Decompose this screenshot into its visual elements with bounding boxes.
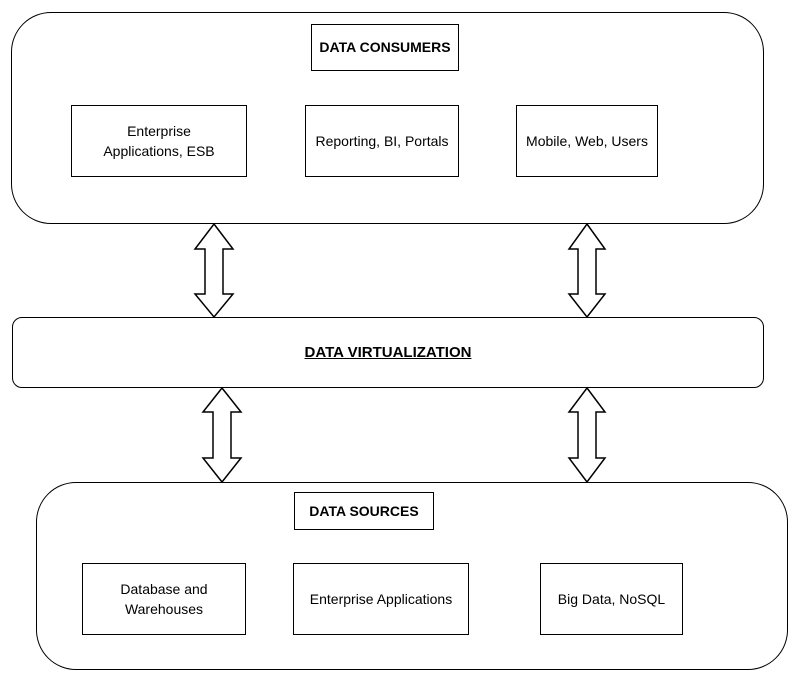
data-consumers-title: DATA CONSUMERS bbox=[311, 24, 459, 71]
data-virtualization-label: DATA VIRTUALIZATION bbox=[304, 344, 472, 361]
double-arrow-icon bbox=[193, 222, 235, 319]
double-arrow-icon bbox=[567, 222, 607, 319]
source-enterprise-applications: Enterprise Applications bbox=[293, 563, 469, 635]
double-arrow-icon bbox=[567, 386, 607, 484]
source-database-and-warehouses: Database and Warehouses bbox=[82, 563, 246, 635]
data-virtualization-band: DATA VIRTUALIZATION bbox=[12, 317, 764, 388]
data-sources-title: DATA SOURCES bbox=[294, 492, 434, 530]
consumer-mobile-web-users: Mobile, Web, Users bbox=[516, 105, 658, 177]
source-big-data-nosql: Big Data, NoSQL bbox=[540, 563, 683, 635]
consumer-reporting-bi-portals: Reporting, BI, Portals bbox=[305, 105, 459, 177]
double-arrow-icon bbox=[201, 386, 243, 484]
consumer-enterprise-applications-esb: Enterprise Applications, ESB bbox=[71, 105, 247, 177]
